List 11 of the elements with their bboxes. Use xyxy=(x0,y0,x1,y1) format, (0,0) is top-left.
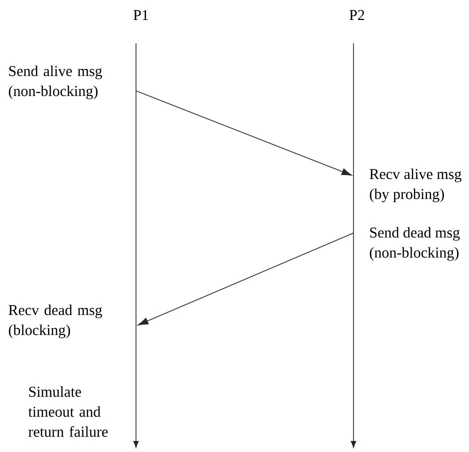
message-arrow xyxy=(136,90,352,176)
lifeline-arrow xyxy=(350,42,356,448)
note-text: Simulate timeout and return failure xyxy=(28,386,108,437)
event-label: Send alive msg (non-blocking) xyxy=(8,66,102,100)
event-label: Recv dead msg (blocking) xyxy=(8,304,102,338)
event-label: Recv alive msg (by probing) xyxy=(370,168,462,202)
event-label: Send dead msg (non-blocking) xyxy=(370,227,460,261)
message-arrow xyxy=(138,232,354,326)
lifeline-arrow xyxy=(133,42,139,448)
lifeline-label: P1 xyxy=(134,10,148,20)
lifeline-label: P2 xyxy=(350,10,364,20)
